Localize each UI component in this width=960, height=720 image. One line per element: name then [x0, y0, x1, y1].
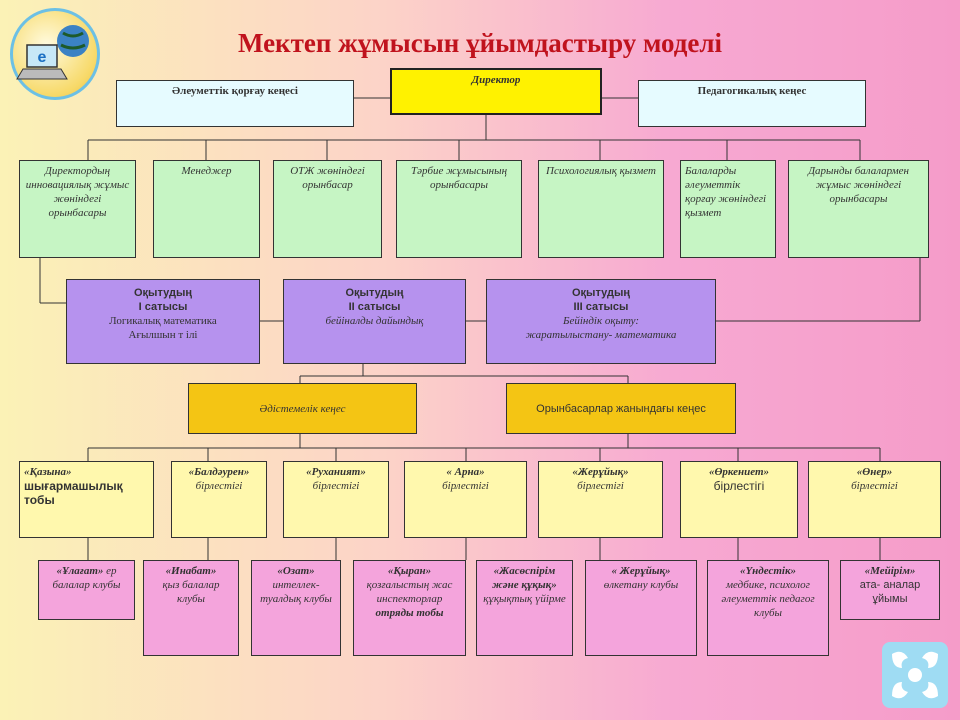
club-text: интеллек-туалдық клубы — [260, 579, 332, 605]
club-name: «Қыран» — [387, 565, 432, 577]
association-name: «Балдәурен» — [188, 466, 250, 478]
school-computer-logo: e — [10, 8, 100, 100]
club-text: медбике, психолог әлеуметтік педагог клу… — [721, 579, 815, 619]
council-label: Әдістемелік кеңес — [259, 403, 346, 415]
club-text: қозғалыстың жас инспекторлар — [366, 579, 453, 605]
club-text-bold: отряды тобы — [375, 607, 444, 619]
club-name: «Ұлағат» — [56, 565, 104, 577]
club-name: «Инабат» — [165, 565, 217, 577]
association-text: шығармашылық тобы — [24, 479, 123, 507]
deputy-label: Директордың инновациялық жұмыс жөніндегі… — [25, 165, 130, 219]
level-title: Оқытудың — [572, 287, 630, 299]
deputy-label: Дарынды балалармен жұмыс жөніндегі орынб… — [808, 165, 909, 205]
deputy-gifted-children: Дарынды балалармен жұмыс жөніндегі орынб… — [788, 160, 929, 258]
manager: Менеджер — [153, 160, 260, 258]
club-name: «Озат» — [277, 565, 315, 577]
association-text: бірлестігі — [851, 480, 898, 492]
association-oner: «Өнер» бірлестігі — [808, 461, 941, 538]
association-text: бірлестігі — [577, 480, 624, 492]
social-council-label: Әлеуметтік қорғау кеңесі — [172, 85, 298, 97]
child-social-protection-service: Балаларды әлеуметтік қорғау жөніндегі қы… — [680, 160, 776, 258]
level-line: жаратылыстану- математика — [525, 329, 677, 341]
association-name: «Руханият» — [306, 466, 366, 478]
association-name: « Арна» — [446, 466, 485, 478]
association-text: бірлестігі — [442, 480, 489, 492]
club-undestik: «Үндестік» медбике, психолог әлеуметтік … — [707, 560, 829, 656]
club-name: «Мейірім» — [864, 565, 916, 577]
club-text: құқықтық үйірме — [483, 593, 566, 605]
director-label: Директор — [471, 74, 521, 86]
association-text: бірлестігі — [195, 480, 243, 492]
ornament-icon — [882, 642, 948, 708]
association-name: «Қазына» — [24, 466, 72, 478]
education-level-1: Оқытудың I сатысы Логикалық математика А… — [66, 279, 260, 364]
association-baldauren: «Балдәурен» бірлестігі — [171, 461, 267, 538]
association-kazyna: «Қазына» шығармашылық тобы — [19, 461, 154, 538]
deputy-label: Менеджер — [181, 165, 232, 177]
level-stage: III сатысы — [573, 301, 629, 313]
club-youth-and-law: «Жасөспірім және құқық» құқықтық үйірме — [476, 560, 573, 656]
level-title: Оқытудың — [134, 287, 192, 299]
club-ulagat: «Ұлағат» ер балалар клубы — [38, 560, 135, 620]
association-name: «Өнер» — [856, 466, 893, 478]
deputy-label: ОТЖ жөніндегі орынбасар — [290, 165, 365, 191]
association-text: бірлестігі — [312, 480, 360, 492]
education-level-2: Оқытудың II сатысы бейіналды дайындық — [283, 279, 466, 364]
club-name: « Жерұйық» — [611, 565, 671, 577]
club-name: «Жасөспірім және құқық» — [492, 565, 557, 591]
club-kyran: «Қыран» қозғалыстың жас инспекторлар отр… — [353, 560, 466, 656]
deputy-label: Балаларды әлеуметтік қорғау жөніндегі қы… — [685, 165, 767, 219]
club-inabat: «Инабат» қыз балалар клубы — [143, 560, 239, 656]
deputy-label: Тәрбие жұмысының орынбасары — [410, 165, 508, 191]
association-zheruyyk: «Жерұйық» бірлестігі — [538, 461, 663, 538]
level-stage: I сатысы — [138, 301, 188, 313]
level-line: Ағылшын т ілі — [128, 329, 198, 341]
club-text: қыз балалар клубы — [162, 579, 220, 605]
club-name: «Үндестік» — [739, 565, 797, 577]
psychological-service: Психологиялық қызмет — [538, 160, 664, 258]
club-text: ер балалар клубы — [52, 565, 121, 591]
deputy-academic: ОТЖ жөніндегі орынбасар — [273, 160, 382, 258]
level-line: бейіналды дайындық — [325, 315, 424, 327]
deputy-label: Психологиялық қызмет — [546, 165, 656, 177]
association-name: «Өркениет» — [708, 466, 770, 478]
association-text: бірлестігі — [713, 479, 765, 493]
pedagogical-council: Педагогикалық кеңес — [638, 80, 866, 127]
social-protection-council: Әлеуметтік қорғау кеңесі — [116, 80, 354, 127]
level-line: Бейіндік оқыту: — [562, 315, 640, 327]
page-title: Мектеп жұмысын ұйымдастыру моделі — [237, 28, 723, 58]
council-label: Орынбасарлар жанындағы кеңес — [536, 403, 706, 415]
association-arna: « Арна» бірлестігі — [404, 461, 527, 538]
deputy-innovation: Директордың инновациялық жұмыс жөніндегі… — [19, 160, 136, 258]
club-ozat: «Озат» интеллек-туалдық клубы — [251, 560, 341, 656]
education-level-3: Оқытудың III сатысы Бейіндік оқыту: жара… — [486, 279, 716, 364]
level-line: Логикалық математика — [109, 315, 217, 327]
svg-text:e: e — [38, 49, 47, 66]
association-name: «Жерұйық» — [572, 466, 629, 478]
level-title: Оқытудың — [345, 287, 404, 299]
club-meyirim: «Мейірім» ата- аналар ұйымы — [840, 560, 940, 620]
club-text: ата- аналар ұйымы — [859, 579, 921, 605]
club-zheruyyk: « Жерұйық» өлкетану клубы — [585, 560, 697, 656]
association-rukhaniyat: «Руханият» бірлестігі — [283, 461, 389, 538]
club-text: өлкетану клубы — [603, 579, 679, 591]
pedagogical-council-label: Педагогикалық кеңес — [697, 85, 807, 97]
deputies-council: Орынбасарлар жанындағы кеңес — [506, 383, 736, 434]
director-box: Директор — [390, 68, 602, 115]
level-stage: II сатысы — [348, 301, 401, 313]
methodical-council: Әдістемелік кеңес — [188, 383, 417, 434]
deputy-upbringing: Тәрбие жұмысының орынбасары — [396, 160, 522, 258]
association-orkeniet: «Өркениет» бірлестігі — [680, 461, 798, 538]
